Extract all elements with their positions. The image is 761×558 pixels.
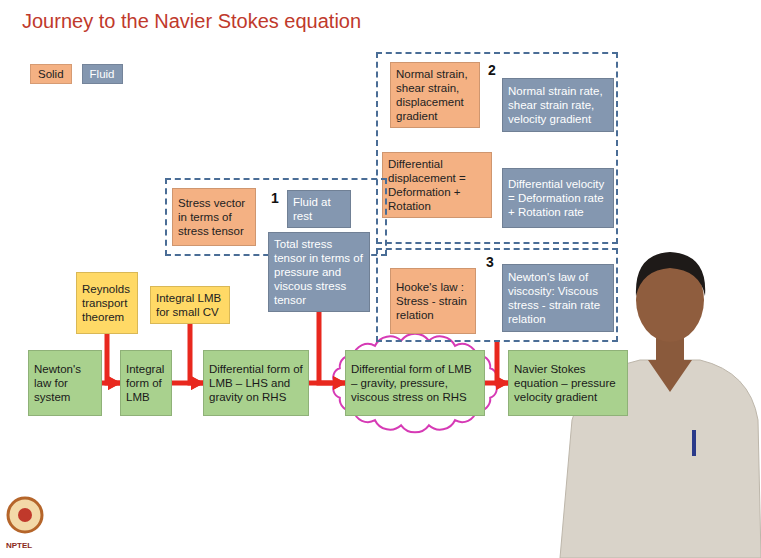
- callout-number: 1: [271, 190, 279, 206]
- box-text: Navier Stokes equation – pressure veloci…: [514, 362, 622, 404]
- process-box: Differential velocity = Deformation rate…: [502, 168, 614, 228]
- process-box: Fluid at rest: [287, 190, 351, 228]
- callout-number: 3: [486, 254, 494, 270]
- flow-arrow: [319, 312, 345, 383]
- box-text: Newton's law of viscosity: Viscous stres…: [508, 270, 608, 326]
- legend-swatch: Fluid: [82, 64, 123, 84]
- nptel-logo-core: [18, 508, 32, 522]
- box-text: Differential displacement = Deformation …: [388, 157, 486, 213]
- presenter-pen: [692, 430, 696, 456]
- dashed-group: 2 Normal strain, shear strain, displaceme…: [376, 52, 618, 244]
- process-box: Hooke's law : Stress - strain relation: [390, 268, 476, 334]
- box-text: Differential form of LMB – gravity, pres…: [351, 362, 479, 404]
- process-box: Normal strain, shear strain, displacemen…: [390, 62, 480, 128]
- process-box: Newton's law of viscosity: Viscous stres…: [502, 264, 614, 332]
- process-box: Stress vector in terms of stress tensor: [172, 188, 256, 246]
- box-text: Reynolds transport theorem: [82, 282, 132, 324]
- logo-label: NPTEL: [6, 541, 32, 550]
- process-box: Total stress tensor in terms of pressure…: [268, 232, 370, 312]
- process-box: Newton's law for system: [28, 350, 102, 416]
- process-box: Integral LMB for small CV: [150, 286, 230, 324]
- box-text: Differential velocity = Deformation rate…: [508, 177, 608, 219]
- highlight-cloud: [333, 334, 497, 433]
- box-text: Normal strain rate, shear strain rate, v…: [508, 84, 608, 126]
- flow-arrow: [190, 324, 203, 383]
- process-box: Differential form of LMB – LHS and gravi…: [203, 350, 309, 416]
- nptel-logo-ring: [8, 498, 42, 532]
- process-box: Reynolds transport theorem: [76, 272, 138, 334]
- process-box: Differential form of LMB – gravity, pres…: [345, 350, 485, 416]
- box-text: Total stress tensor in terms of pressure…: [274, 237, 364, 307]
- box-text: Differential form of LMB – LHS and gravi…: [209, 362, 303, 404]
- legend: Solid Fluid: [30, 64, 123, 84]
- dashed-group: 3Hooke's law : Stress - strain relation N…: [376, 248, 618, 342]
- box-text: Integral form of LMB: [126, 362, 166, 404]
- legend-text: Solid: [38, 68, 64, 80]
- process-box: Differential displacement = Deformation …: [382, 152, 492, 218]
- flow-arrow: [107, 334, 120, 383]
- flow-arrow: [497, 342, 508, 383]
- slide-title: Journey to the Navier Stokes equation: [22, 10, 361, 33]
- box-text: Hooke's law : Stress - strain relation: [396, 280, 470, 322]
- box-text: Normal strain, shear strain, displacemen…: [396, 67, 474, 123]
- callout-number: 2: [488, 62, 496, 78]
- process-box: Navier Stokes equation – pressure veloci…: [508, 350, 628, 416]
- process-box: Integral form of LMB: [120, 350, 172, 416]
- box-text: Newton's law for system: [34, 362, 96, 404]
- legend-swatch: Solid: [30, 64, 72, 84]
- presenter-hair: [636, 252, 705, 296]
- process-box: Normal strain rate, shear strain rate, v…: [502, 78, 614, 132]
- box-text: Fluid at rest: [293, 195, 345, 223]
- box-text: Integral LMB for small CV: [156, 291, 224, 319]
- legend-text: Fluid: [90, 68, 115, 80]
- box-text: Stress vector in terms of stress tensor: [178, 196, 250, 238]
